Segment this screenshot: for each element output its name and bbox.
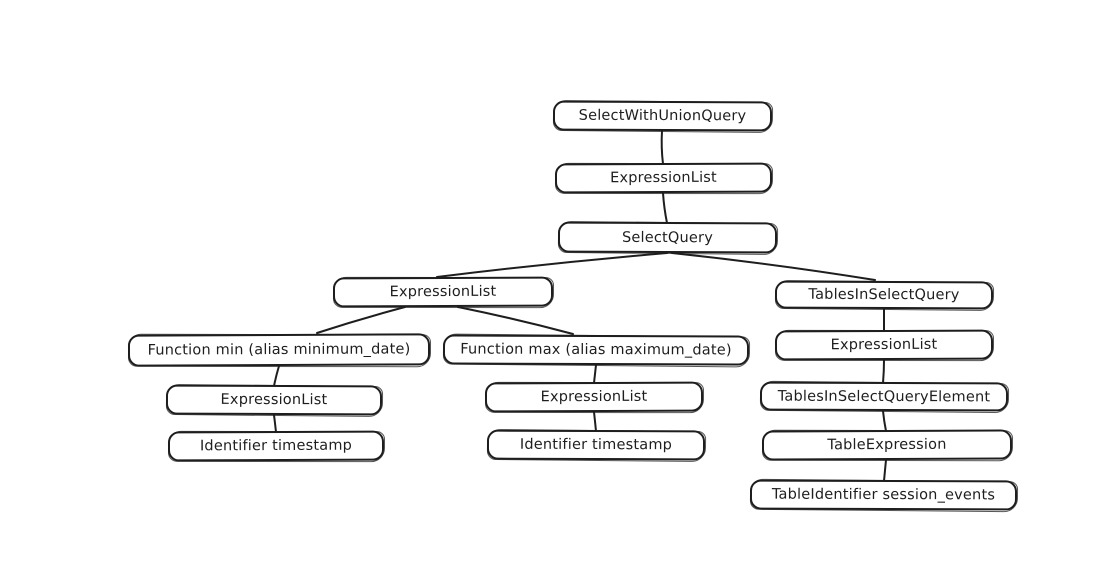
edge-functionmax-expressionlist <box>593 364 597 384</box>
node-expression-list-select: ExpressionList <box>332 276 554 308</box>
node-label: Function min (alias minimum_date) <box>147 341 411 359</box>
node-function-min: Function min (alias minimum_date) <box>127 333 431 367</box>
edge-expressionlist-functionmin <box>316 306 406 334</box>
edge-expressionlist-identifiermax <box>593 411 597 432</box>
node-label: Function max (alias maximum_date) <box>460 341 732 359</box>
edge-selectquery-tablesinselectquery <box>671 252 876 281</box>
node-label: ExpressionList <box>540 388 648 406</box>
edge-selectwithunionquery-expressionlist <box>660 130 664 165</box>
edge-tablesinselectqueryelement-tableexpression <box>882 410 887 432</box>
edge-expressionlist-identifiermin <box>273 414 277 433</box>
node-expression-list-max: ExpressionList <box>484 381 704 413</box>
node-label: ExpressionList <box>610 169 717 187</box>
node-identifier-timestamp-min: Identifier timestamp <box>167 430 385 462</box>
node-label: SelectWithUnionQuery <box>578 107 747 125</box>
node-label: Identifier timestamp <box>199 437 353 455</box>
node-label: TablesInSelectQuery <box>808 286 960 304</box>
node-label: TableExpression <box>827 436 947 454</box>
node-tables-in-select-query-element: TablesInSelectQueryElement <box>759 381 1009 412</box>
node-function-max: Function max (alias maximum_date) <box>442 334 750 366</box>
edge-functionmin-expressionlist <box>273 365 280 387</box>
edge-expressionlist-selectquery <box>662 192 668 224</box>
node-select-query: SelectQuery <box>557 221 778 254</box>
node-expression-list-top: ExpressionList <box>554 162 773 194</box>
node-expression-list-tables: ExpressionList <box>774 329 994 361</box>
node-table-identifier: TableIdentifier session_events <box>749 479 1018 511</box>
node-expression-list-min: ExpressionList <box>165 384 383 416</box>
node-select-with-union-query: SelectWithUnionQuery <box>552 100 773 132</box>
node-identifier-timestamp-max: Identifier timestamp <box>486 429 706 461</box>
node-label: ExpressionList <box>220 391 328 409</box>
node-label: ExpressionList <box>389 283 497 301</box>
edge-expressionlist-tablesinselectqueryelement <box>882 359 885 384</box>
node-label: ExpressionList <box>830 336 938 354</box>
node-tables-in-select-query: TablesInSelectQuery <box>774 280 994 310</box>
node-table-expression: TableExpression <box>761 429 1013 461</box>
node-label: SelectQuery <box>621 229 714 246</box>
edge-selectquery-expressionlist-left <box>436 252 668 278</box>
edge-expressionlist-functionmax <box>457 306 574 335</box>
node-label: TablesInSelectQueryElement <box>777 388 991 405</box>
edge-tableexpression-tableidentifier <box>883 459 887 482</box>
node-label: Identifier timestamp <box>519 436 673 454</box>
node-label: TableIdentifier session_events <box>771 486 996 504</box>
